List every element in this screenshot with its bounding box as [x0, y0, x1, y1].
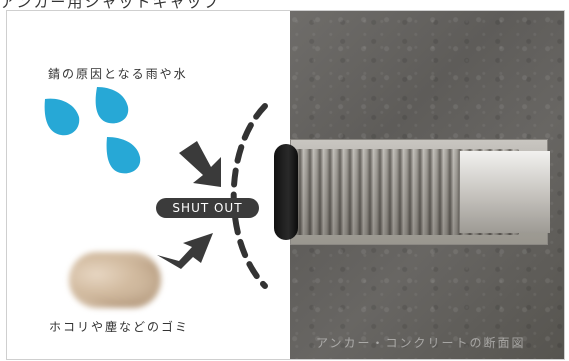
dust-ball-icon	[69, 252, 161, 308]
top-caption: アンカー用シャットキャップ	[0, 0, 221, 11]
dust-label: ホコリや塵などのゴミ	[49, 320, 190, 334]
diagram-panel: 錆の原因となる雨や水 ホコリや塵などのゴミ SHUT OUT アンカー・コンクリ…	[6, 10, 565, 360]
cross-section-caption: アンカー・コンクリートの断面図	[316, 336, 526, 350]
shut-out-badge: SHUT OUT	[156, 198, 259, 218]
water-drop-icon	[44, 98, 80, 136]
arrow-icon	[179, 141, 221, 187]
shut-cap	[274, 144, 298, 240]
rust-cause-label: 錆の原因となる雨や水	[48, 67, 188, 81]
water-drop-icon	[95, 87, 129, 124]
water-drop-icon	[106, 137, 141, 174]
protection-arc	[230, 103, 268, 289]
anchor-bolt-end	[459, 151, 550, 233]
overlay-graphics	[44, 87, 268, 289]
arrow-icon	[157, 233, 213, 269]
